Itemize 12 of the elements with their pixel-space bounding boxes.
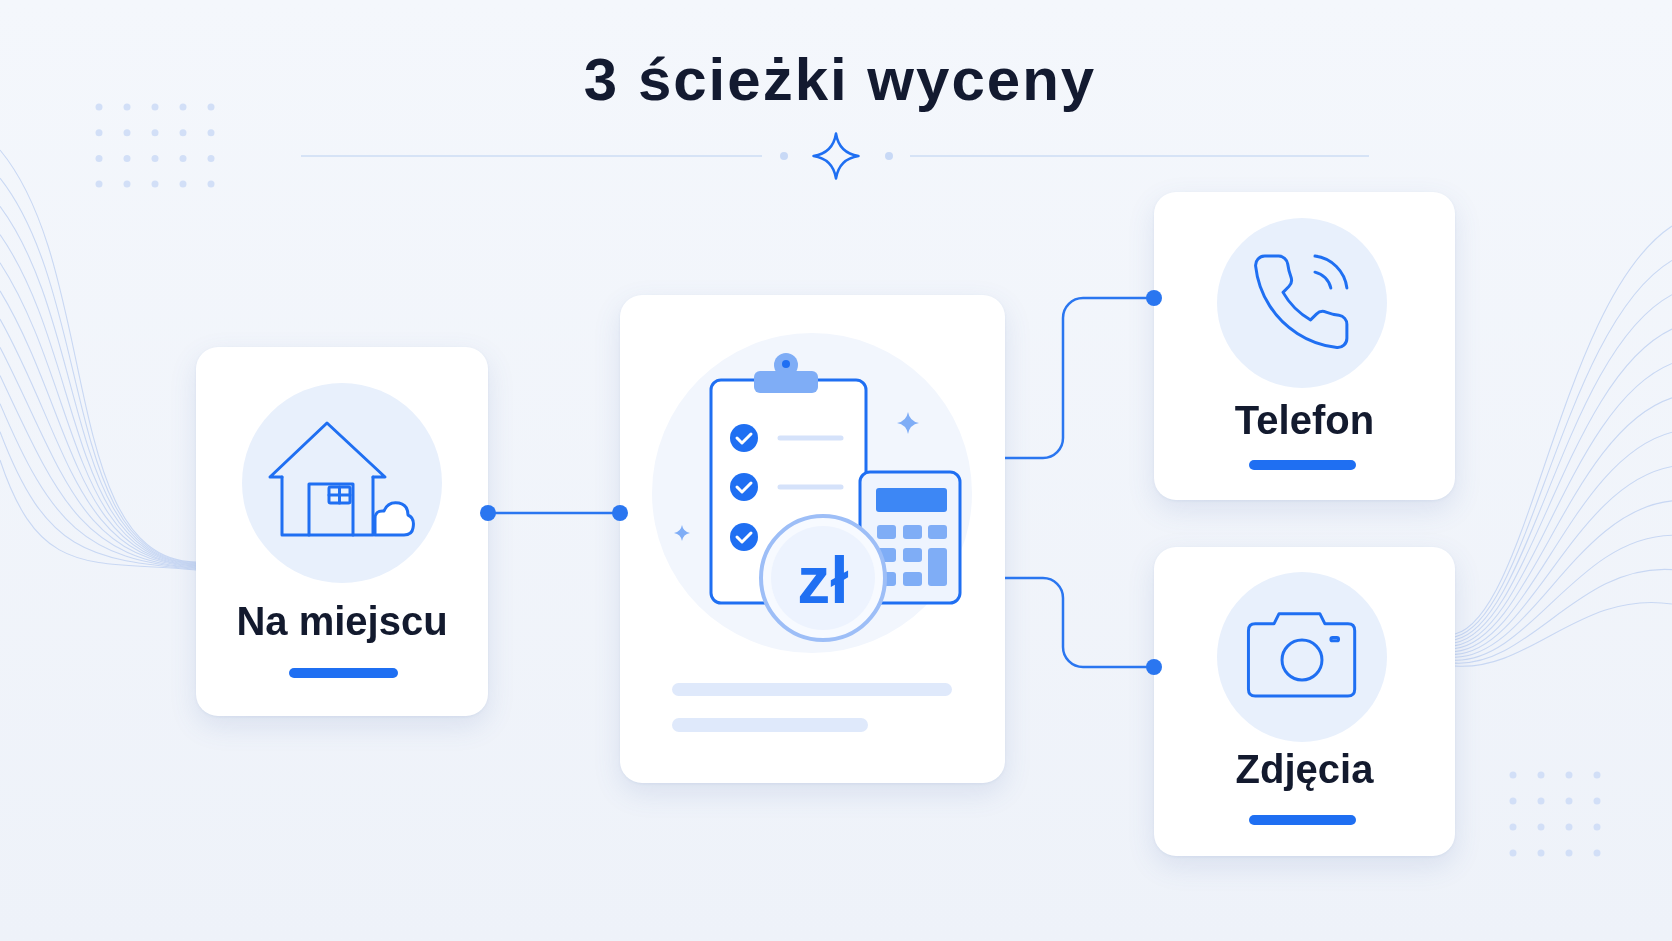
card-title: Na miejscu: [235, 598, 449, 645]
option-card: [1154, 547, 1455, 856]
card-title: Telefon: [1233, 397, 1376, 444]
connector: [1005, 576, 1162, 675]
summary-card: [620, 295, 1005, 783]
card-title: Zdjęcia: [1234, 746, 1375, 793]
option-card: [1154, 192, 1455, 500]
connector: [1005, 290, 1162, 460]
title: 3 ścieżki wyceny: [583, 50, 1097, 110]
option-card: [196, 347, 488, 716]
currency-sign: zł: [796, 547, 850, 613]
connector: [480, 505, 628, 521]
